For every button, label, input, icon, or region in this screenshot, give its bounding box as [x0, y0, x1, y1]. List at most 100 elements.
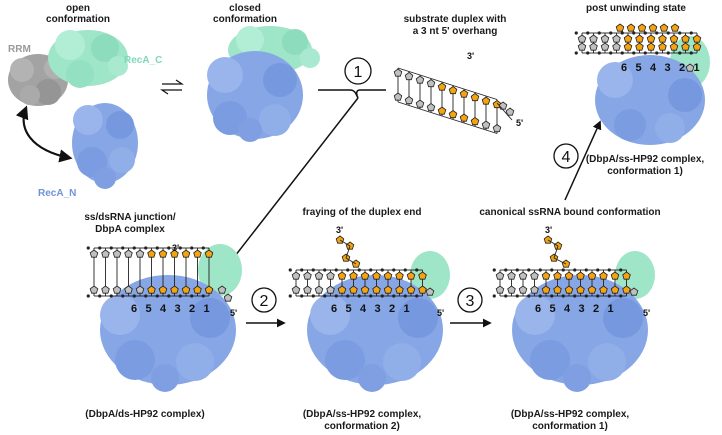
backbone-segment: [430, 112, 443, 117]
nucleotide: [395, 271, 404, 280]
nucleotide: [576, 285, 585, 294]
rrm-label: RRM: [8, 44, 31, 55]
nucleotide: [635, 42, 644, 51]
step-4-marker: [553, 143, 579, 169]
backbone-segment: [397, 101, 410, 106]
substrate-5prime: 5': [516, 118, 523, 128]
ds-complex-caption: (DbpA/ds-HP92 complex): [85, 409, 204, 420]
backbone-segment: [419, 74, 432, 79]
fraying-strands: [288, 235, 435, 298]
phosphate-dot: [574, 31, 578, 35]
nucleotide: [393, 92, 403, 101]
nucleotide: [204, 285, 214, 294]
nucleotide: [406, 285, 416, 294]
nucleotide: [101, 285, 110, 294]
nucleotide: [426, 103, 436, 112]
backbone-segment: [408, 105, 421, 110]
backbone-segment: [419, 108, 432, 113]
backbone-segment: [430, 78, 443, 83]
nucleotide: [89, 285, 99, 294]
phosphate-dot: [574, 51, 578, 55]
nucleotide: [681, 42, 690, 51]
nucleotide: [692, 34, 702, 43]
canonical-5prime: 5': [643, 308, 650, 318]
position-number: 4: [564, 303, 571, 315]
fraying-caption-line2: conformation 2): [324, 421, 400, 432]
fraying-5prime: 5': [437, 308, 444, 318]
canonical-label: canonical ssRNA bound conformation: [479, 207, 660, 218]
step-1-connector: 1: [226, 57, 386, 267]
step-2-marker: [251, 287, 277, 313]
substrate-label-line2: a 3 nt 5' overhang: [413, 26, 498, 37]
ds-complex-3prime: 3': [172, 243, 179, 253]
backbone-segment: [474, 92, 487, 97]
step-2-connector: 2: [246, 287, 286, 328]
fraying-protein: [307, 251, 450, 392]
nucleotide: [193, 285, 202, 294]
nucleotide: [518, 271, 528, 280]
post-unwinding-caption-line2: conformation 1): [607, 166, 683, 177]
nucleotide: [112, 249, 122, 258]
nucleotide: [553, 271, 562, 280]
backbone-segment: [345, 245, 351, 259]
nucleotide: [600, 42, 610, 51]
backbone-segment: [474, 126, 487, 131]
position-number: 3: [374, 303, 380, 315]
position-number: 3: [578, 303, 584, 315]
position-number: 5: [145, 303, 151, 315]
nucleotide: [448, 110, 458, 119]
fraying-caption-line1: (DbpA/ss-HP92 complex,: [303, 409, 422, 420]
phosphate-dot: [492, 294, 496, 298]
nucleotide: [459, 89, 469, 98]
substrate-duplex: [393, 67, 515, 134]
step-3-connector: 3: [450, 287, 492, 328]
nucleotide: [589, 34, 598, 43]
substrate-panel: substrate duplex with a 3 nt 5' overhang…: [393, 14, 523, 134]
nucleotide: [291, 285, 301, 294]
position-number: 1: [693, 62, 699, 74]
nucleotide: [101, 249, 110, 258]
nucleotide: [415, 75, 425, 84]
canonical-protein: [512, 251, 655, 392]
nucleotide: [692, 42, 702, 51]
canonical-caption-line2: conformation 1): [532, 421, 608, 432]
backbone-segment: [441, 81, 454, 86]
nucleotide: [223, 293, 233, 302]
nucleotide: [599, 285, 608, 294]
nucleotide: [337, 285, 347, 294]
nucleotide: [470, 117, 480, 126]
nucleotide: [291, 271, 301, 280]
nucleotide: [495, 271, 505, 280]
position-number: 2: [593, 303, 599, 315]
nucleotide: [349, 285, 358, 294]
phosphate-dot: [86, 246, 90, 250]
nucleotide: [646, 34, 656, 43]
reca-n-domain-open: [72, 103, 138, 189]
position-number: 3: [664, 62, 670, 74]
open-conformation-label-line1: open: [66, 3, 90, 14]
nucleotide: [530, 285, 539, 294]
nucleotide: [564, 285, 574, 294]
nucleotide: [669, 42, 679, 51]
nucleotide: [217, 285, 227, 294]
ds-complex-protein: [100, 244, 242, 392]
nucleotide: [448, 86, 458, 95]
nucleotide: [383, 271, 393, 280]
nucleotide: [418, 271, 427, 280]
position-number: 1: [403, 303, 409, 315]
position-number: 6: [621, 62, 627, 74]
nucleotide: [622, 285, 631, 294]
nucleotide: [589, 42, 598, 51]
nucleotide: [492, 100, 502, 109]
backbone-segment: [547, 239, 559, 247]
nucleotide: [314, 285, 324, 294]
nucleotide: [637, 23, 647, 32]
nucleotide: [564, 271, 574, 280]
phosphate-dot: [86, 294, 90, 298]
ds-complex-strands: [86, 246, 233, 302]
nucleotide: [626, 23, 636, 32]
nucleotide: [681, 34, 690, 43]
